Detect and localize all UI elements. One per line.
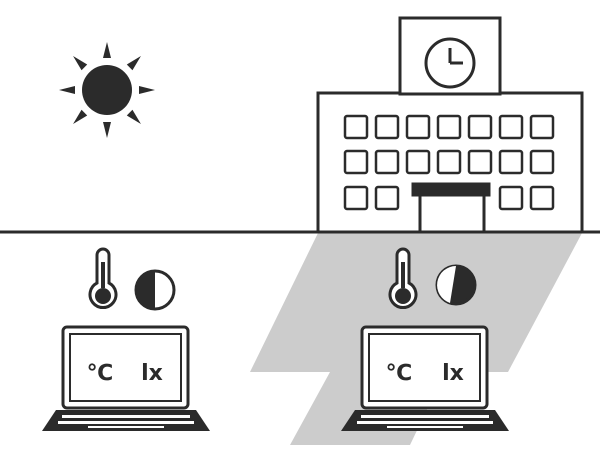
temperature-unit-label: ℃ xyxy=(87,361,114,386)
school-building xyxy=(316,16,584,234)
lux-unit-label: lx xyxy=(141,361,163,386)
laptop-icon: ℃ lx xyxy=(42,325,210,431)
sun-icon xyxy=(59,42,155,138)
keyboard-keys xyxy=(357,415,493,428)
entrance xyxy=(411,182,491,234)
brightness-icon xyxy=(435,264,477,306)
temperature-unit-label: ℃ xyxy=(386,361,413,386)
lux-unit-label: lx xyxy=(442,361,464,386)
thermometer-icon xyxy=(388,247,418,310)
windows xyxy=(343,114,555,211)
clock-icon xyxy=(424,37,476,89)
thermometer-icon xyxy=(88,247,118,310)
brightness-icon xyxy=(134,269,176,311)
keyboard-keys xyxy=(58,415,194,428)
laptop-icon: ℃ lx xyxy=(341,325,509,431)
